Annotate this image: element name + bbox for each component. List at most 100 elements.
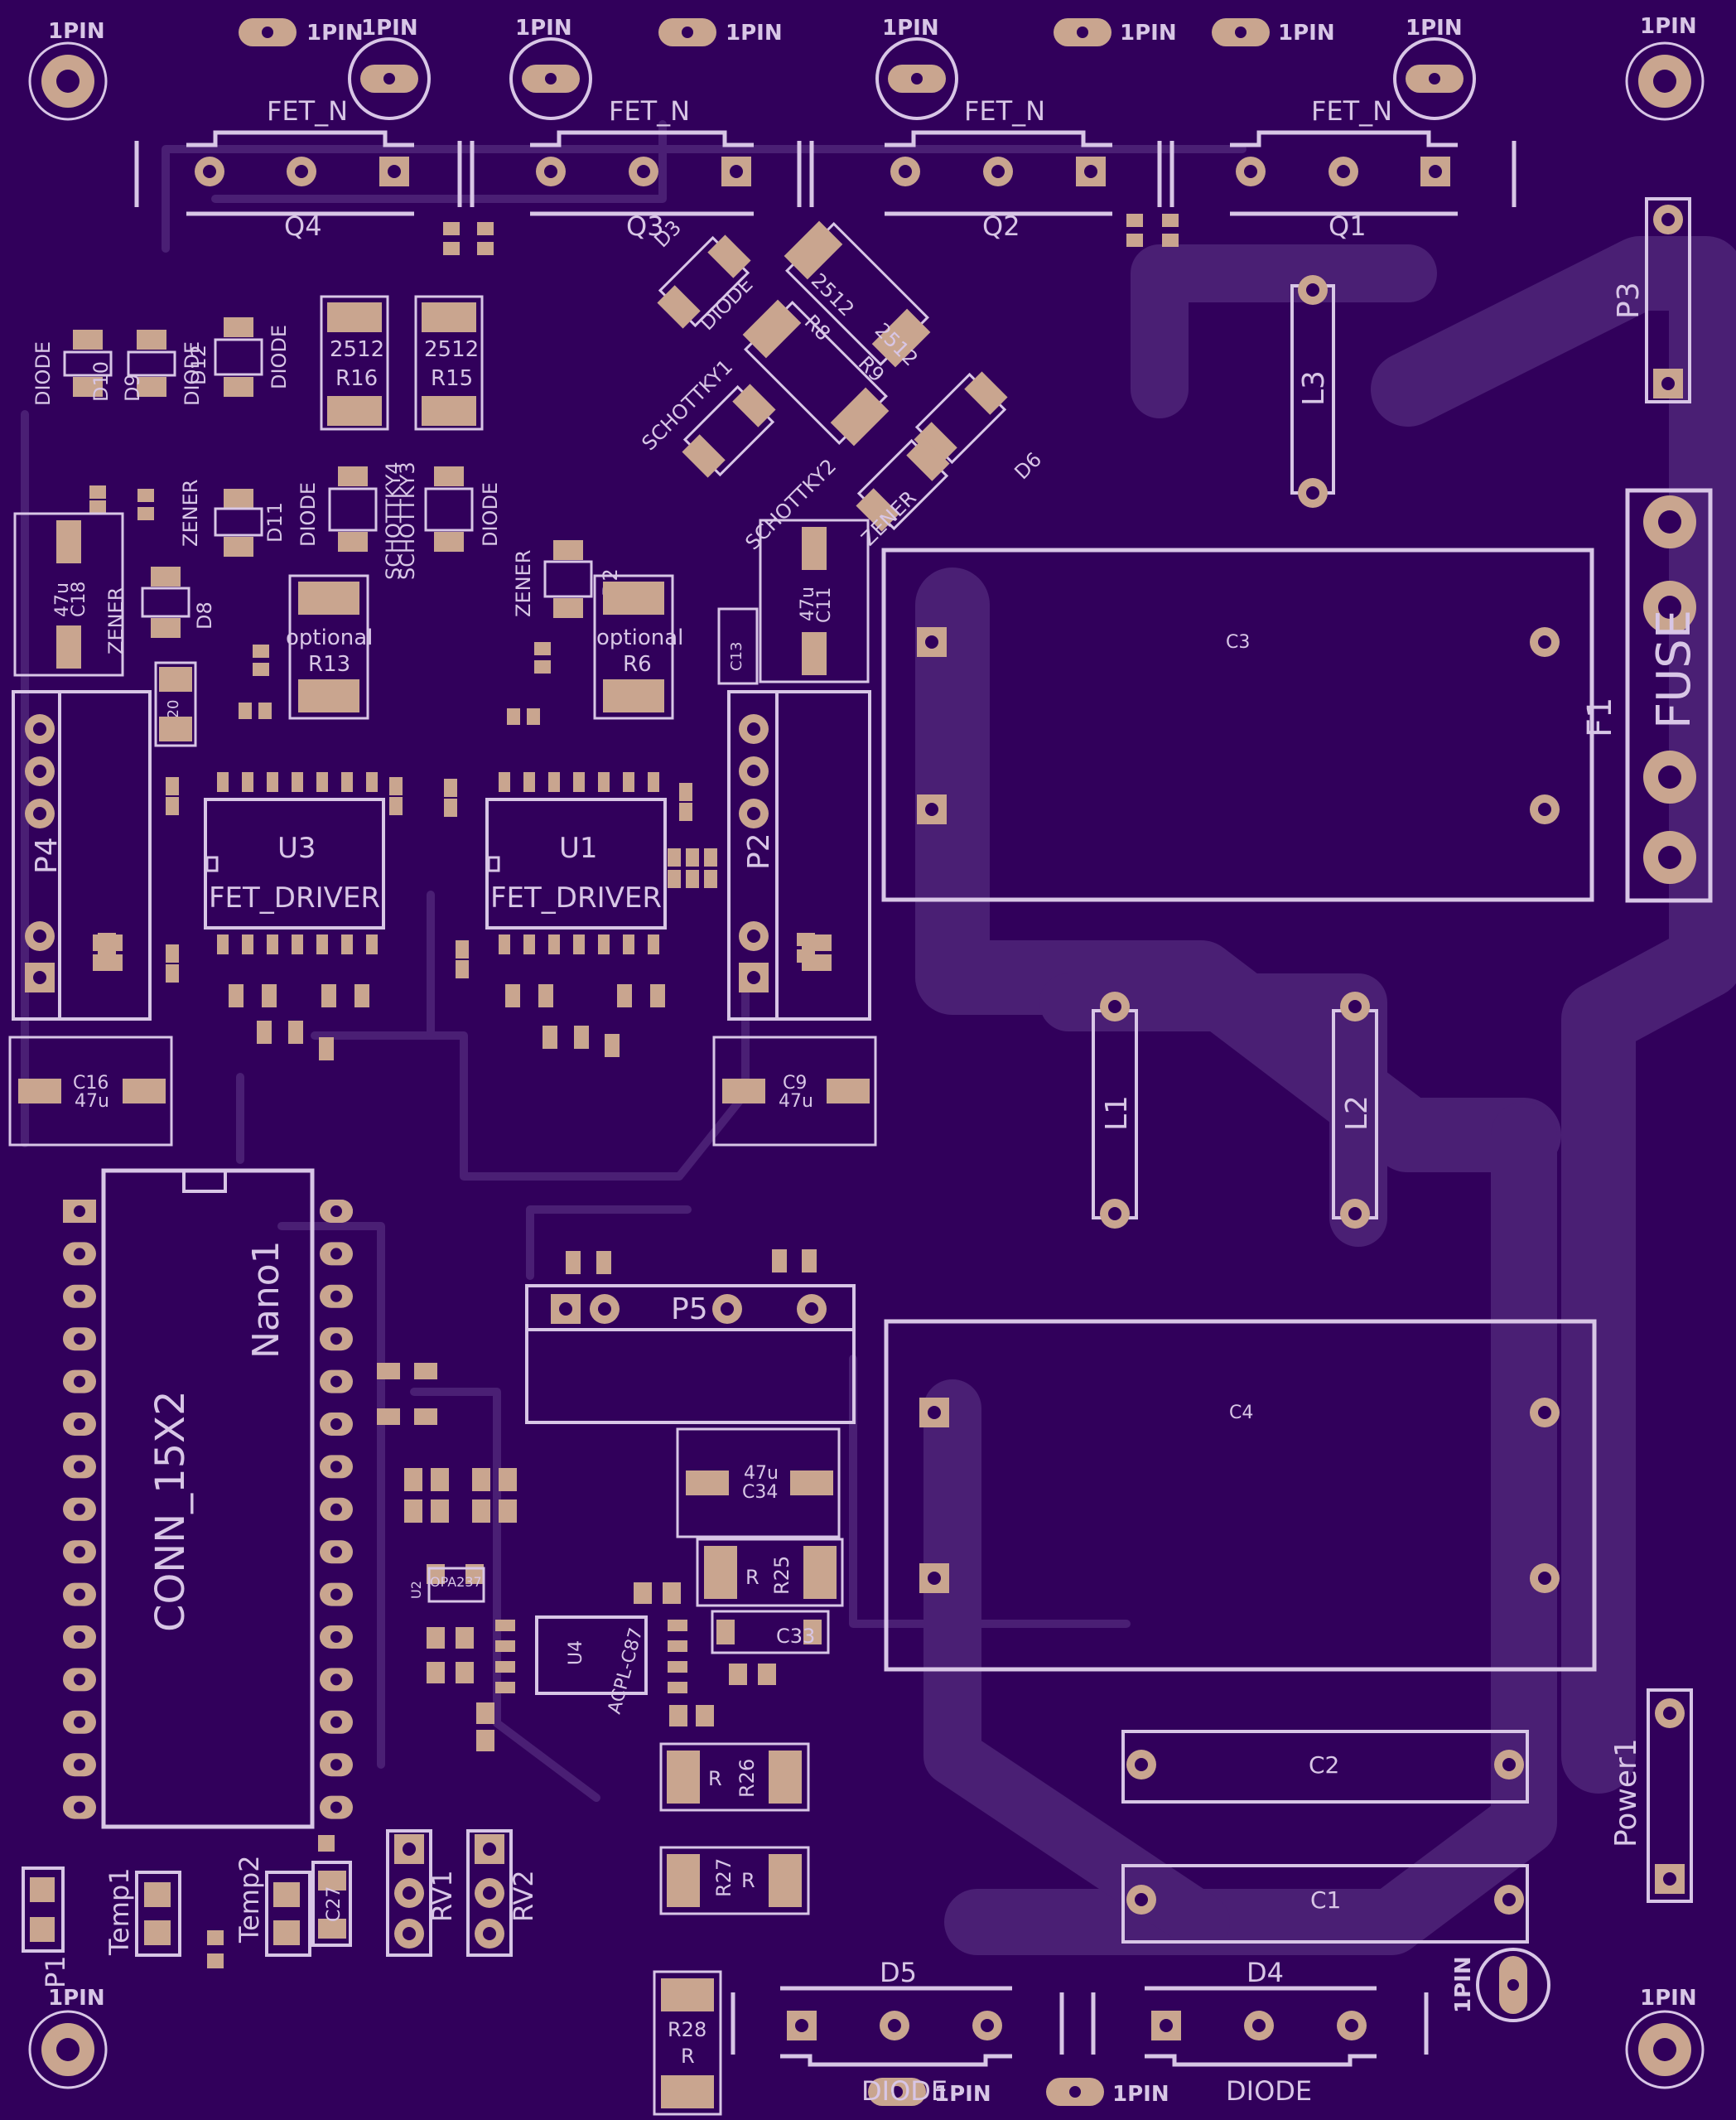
d11-ref: D11 [263,502,287,543]
nano-pin-hole [74,1546,85,1558]
r9-ref: R9 [854,351,889,386]
u2-ref: U2 [408,1581,424,1599]
nano-pin-hole [74,1588,85,1601]
nano-pin-hole [74,1333,85,1345]
bottom-left-labels: P1 Temp1 Temp2 C27 RV1 RV2 C13 C20 [40,642,745,1988]
diode-value: DIODE [861,2075,948,2107]
q2-ref: Q2 [982,210,1020,242]
d9-ref: D9 [121,374,144,402]
r13-value: optional [286,625,373,650]
u3-value: FET_DRIVER [209,881,380,915]
c2-ref: C2 [1309,1751,1339,1779]
rv1-ref: RV1 [427,1870,458,1922]
diode-value: DIODE [695,273,757,335]
pin-label: 1PIN [882,16,939,41]
diode-value: DIODE [479,482,502,547]
pin-label: 1PIN [1120,21,1177,46]
nano-pin-hole [330,1716,342,1728]
zener-value: ZENER [179,480,202,547]
c1-ref: C1 [1310,1886,1341,1914]
c34-value: 47u [744,1463,779,1484]
rotated-cluster [657,220,1008,532]
output-diodes [731,1986,1429,2067]
nano-pin-hole [74,1631,85,1643]
fet-row [134,130,1517,216]
header-p4 [12,690,152,1021]
c20-pad [159,667,192,692]
c11-value: 47u [798,587,818,621]
r28-value: R [681,2045,695,2068]
diode-value: DIODE [181,341,204,406]
output-diode-pads [787,2011,1367,2040]
nano-pin-hole [74,1716,85,1728]
r15-value: 2512 [424,337,479,362]
nano-pin-hole [330,1503,342,1515]
temp2-ref: Temp2 [234,1855,265,1944]
header-p2 [727,690,871,1021]
r6-value: optional [596,625,683,650]
q3-value: FET_N [609,95,690,127]
c33-ref: C33 [776,1625,815,1648]
nano-pin-hole [74,1673,85,1686]
mounting-holes [28,18,1705,2106]
mount-hole-tl [41,55,94,108]
diode-value: DIODE [31,341,55,406]
diode-labels-left: DIODE DIODE DIODE D10 D9 D12 D11 ZENER D… [31,325,622,654]
mount-hole-br [1638,2023,1691,2076]
nano-header [63,1168,353,1829]
nano-pin-hole [74,1290,85,1302]
fet-drivers [204,772,667,954]
nano-pin-hole [330,1205,342,1217]
l1-ref: L1 [1100,1095,1134,1131]
pin-label: 1PIN [1406,16,1463,41]
nano-pin-hole [330,1248,342,1260]
d4-ref: D4 [1247,1957,1284,1988]
fuse-value: FUSE [1647,610,1701,729]
u4-value: ACPL-C87 [605,1625,648,1716]
caps-47u [8,512,877,1538]
power-connector [1647,1688,1693,1903]
pin-label: 1PIN [1640,1986,1697,2011]
r26-ref: R26 [735,1759,759,1798]
nano-pin-hole [330,1546,342,1558]
diode-value: DIODE [1226,2075,1312,2107]
nano-pin-hole [330,1418,342,1430]
schottky3-ref: SCHOTTKY3 [396,461,419,580]
l3-ref: L3 [1297,370,1331,406]
schottky4-ref: SCHOTTKY4 [382,461,405,580]
p3-l3 [1290,197,1691,508]
nano-pin-hole [74,1759,85,1771]
r6-ref: R6 [623,652,652,677]
l2-ref: L2 [1340,1095,1374,1131]
nano-value: CONN_15X2 [147,1390,194,1632]
nano-pin-hole [330,1461,342,1473]
nano-pin-hole [330,1759,342,1771]
diode-value: DIODE [297,482,320,547]
c20-pad [159,717,192,741]
fet-driver-labels: U3 FET_DRIVER U1 FET_DRIVER [209,832,662,915]
schottky1-ref: SCHOTTKY1 [637,355,737,456]
r25-value: R [745,1566,760,1589]
nano-pins-left [63,1200,96,1819]
q1-value: FET_N [1311,95,1392,127]
d5-ref: D5 [880,1957,917,1988]
nano-pin-hole [74,1801,85,1813]
pin-label: 1PIN [361,16,418,41]
fet-labels: FET_N Q4 FET_N Q3 FET_N Q2 FET_N Q1 [267,95,1392,242]
diode-cluster-left [63,317,593,638]
nano-pin-hole [74,1418,85,1430]
output-diode-labels: D5 DIODE D4 DIODE [861,1957,1312,2107]
r16-ref: R16 [335,366,378,391]
power1-ref: Power1 [1609,1738,1643,1847]
nano-pin-hole [330,1333,342,1345]
u1-ref: U1 [559,832,598,865]
c20-outline [154,661,197,747]
r26-value: R [708,1767,722,1790]
pin-label: 1PIN [515,16,572,41]
p2-ref: P2 [742,833,776,870]
film-caps [1121,1730,1529,1944]
d12-ref: D12 [187,345,210,385]
nano-pin-hole [330,1375,342,1388]
fet-pads [195,157,1450,186]
nano-pin-hole [330,1631,342,1643]
